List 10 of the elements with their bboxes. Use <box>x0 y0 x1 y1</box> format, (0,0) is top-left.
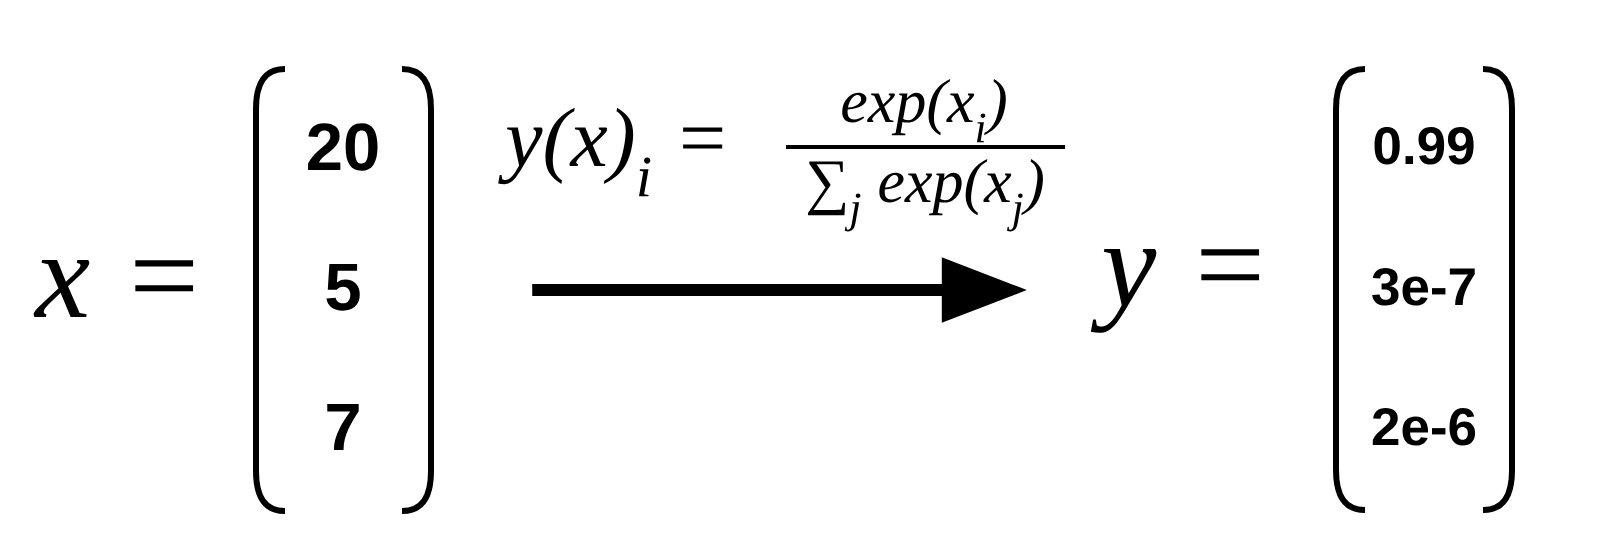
vector-entry: 20 <box>308 123 378 171</box>
vector-entry: 7 <box>327 403 359 450</box>
variable-label: x = <box>33 260 194 317</box>
fraction-numerator: exp(x$_{i}$) <box>842 79 1006 143</box>
vector-entry: 5 <box>326 263 360 311</box>
variable-label: y = <box>1090 249 1260 333</box>
vector-entry: 0.99 <box>1374 127 1474 165</box>
fraction-denominator: ∑$_{j}$ exp(x$_{j}$) <box>807 159 1043 232</box>
vector-entry: 2e-6 <box>1372 408 1476 446</box>
vector-entry: 3e-7 <box>1372 268 1475 306</box>
